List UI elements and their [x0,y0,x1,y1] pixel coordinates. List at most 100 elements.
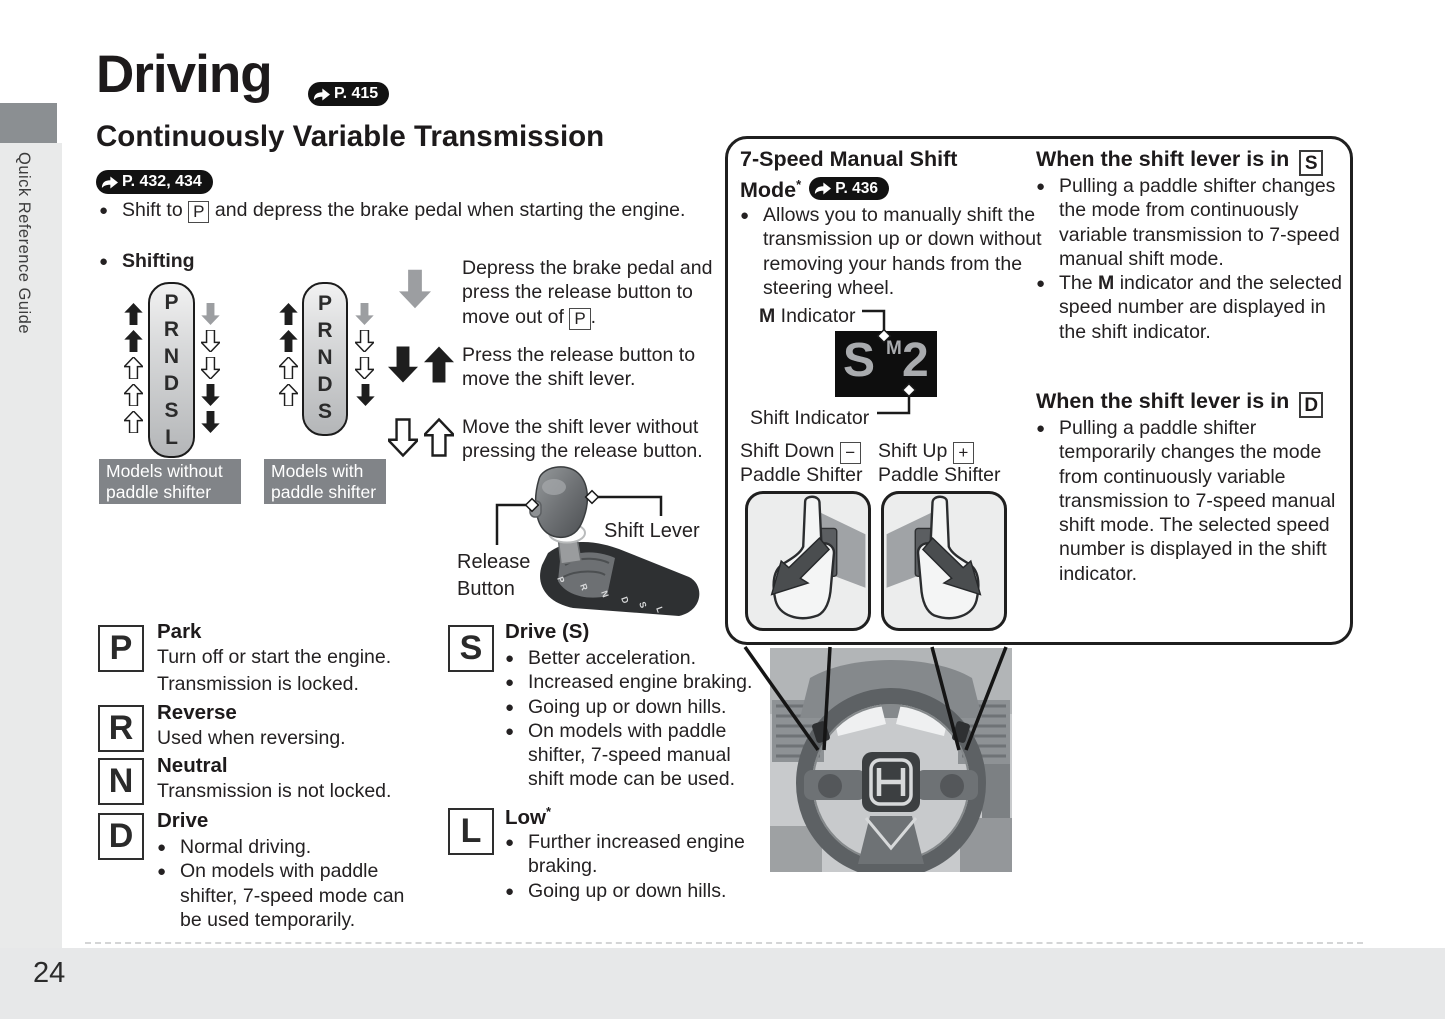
caption-models-with-paddle: Models with paddle shifter [264,459,386,504]
down-arrow-outline-icon [355,357,374,379]
heading-lever-in-d: When the shift lever is in D [1036,389,1324,418]
park-line2: Transmission is locked. [157,673,359,695]
shift-up-paddle-illustration [881,491,1007,631]
section-title: Continuously Variable Transmission [96,120,605,153]
down-arrow-gray-icon [201,303,220,325]
brake-step-arrow-icon [399,266,431,312]
display-gear: 2 [902,334,929,387]
bullet-item: Further increased engine braking. [505,830,767,879]
reverse-title: Reverse [157,701,237,724]
down-arrow-icon [201,384,220,406]
plus-keybox: + [952,442,974,464]
sidebar-strip [0,143,62,948]
park-line1: Turn off or start the engine. [157,646,392,668]
lever-in-d-bullets: Pulling a paddle shifter temporarily cha… [1036,416,1350,586]
shift-gate-without-paddle: P R N D S L [148,282,195,458]
up-arrow-icon [279,303,298,325]
shift-lever-label: Shift Lever [604,520,700,542]
base-letter: S [637,600,648,609]
steering-wheel-photo [770,648,1012,872]
hand-pulling-paddle-right [886,495,982,620]
up-arrow-outline-icon [279,357,298,379]
neutral-keybox: N [98,758,144,805]
up-arrow-outline-icon [279,384,298,406]
low-keybox: L [448,808,494,855]
down-arrow-icon [201,411,220,433]
low-title: Low* [505,804,552,829]
p-keybox: P [569,307,591,330]
up-arrow-icon [124,303,143,325]
page-ref-badge-2: P. 432, 434 [96,170,213,194]
base-letter: D [619,595,631,605]
bullet-item: Pulling a paddle shifter changes the mod… [1036,174,1350,271]
intro-bullet-shifting: Shifting [99,249,1445,275]
drive-title: Drive [157,809,209,832]
free-move-up-arrow-icon [424,414,454,461]
base-letter: L [654,605,665,614]
page-number: 24 [33,957,66,989]
page-ref-badge-3: P. 436 [809,177,890,201]
d-keybox: D [1299,392,1324,418]
intro-bullet-shift-to-p: Shift to P and depress the brake pedal w… [99,198,759,223]
drive-bullets: Normal driving. On models with paddle sh… [157,835,419,932]
down-arrow-outline-icon [201,330,220,352]
page-ref-arrow-icon [815,182,832,195]
bullet-item: Better acceleration. [505,646,767,672]
sidebar-chapter-label: Quick Reference Guide [15,152,33,335]
page-ref-arrow-icon [313,88,330,100]
sport-keybox: S [448,625,494,672]
reverse-keybox: R [98,705,144,752]
p-keybox: P [188,201,210,223]
base-letter: N [599,589,611,599]
paddle-shifter-label-right: Paddle Shifter [878,464,1001,486]
shift-up-label: Shift Up + [878,439,974,464]
bullet-item: Normal driving. [157,835,419,861]
drive-keybox: D [98,813,144,860]
bullet-item: Increased engine braking. [505,670,767,696]
sidebar-chapter-tab [0,103,57,143]
page-ref-text: P. 415 [334,85,379,102]
base-letter: P [555,575,566,584]
footer-band [0,948,1445,1019]
footnote-star: * [546,804,552,819]
bullet-item: Going up or down hills. [505,695,767,721]
instruction-brake-release: Depress the brake pedal and press the re… [462,257,713,330]
up-arrow-outline-icon [124,357,143,379]
footnote-star: * [796,177,802,192]
shift-indicator-label: Shift Indicator [750,407,870,429]
down-arrow-gray-icon [355,303,374,325]
release-button-label: Release Button [457,551,531,600]
page-ref-text: P. 436 [835,179,879,197]
down-arrow-outline-icon [355,330,374,352]
page-ref-text: P. 432, 434 [122,173,202,190]
up-arrow-outline-icon [124,411,143,433]
sport-bullets: Better acceleration. Increased engine br… [505,646,767,792]
page-title: Driving [96,45,273,104]
s-keybox: S [1299,150,1324,176]
page-ref-badge: P. 415 [308,82,390,106]
park-title: Park [157,620,202,643]
bullet-item: The M indicator and the selected speed n… [1036,271,1350,344]
shift-down-paddle-illustration [745,491,871,631]
low-bullets: Further increased engine braking. Going … [505,830,767,905]
sport-title: Drive (S) [505,620,590,643]
bullet-item: Going up or down hills. [505,879,767,905]
m-indicator-label: M Indicator [759,305,856,327]
bullet-item: On models with paddle shifter, 7-speed m… [157,859,419,932]
page-ref-arrow-icon [101,176,118,188]
minus-keybox: − [839,442,861,464]
honda-logo [876,768,906,796]
heading-lever-in-s: When the shift lever is in S [1036,147,1324,176]
paddle-shifter-label-left: Paddle Shifter [740,464,863,486]
down-arrow-icon [356,384,375,406]
instruction-move-without: Move the shift lever without pressing th… [462,416,703,463]
shift-gate-with-paddle: P R N D S [302,282,348,436]
down-arrow-outline-icon [201,357,220,379]
free-move-down-arrow-icon [388,414,418,461]
park-keybox: P [98,625,144,672]
bullet-item: Pulling a paddle shifter temporarily cha… [1036,416,1350,586]
manual-mode-heading: 7-Speed Manual Shift Mode* P. 436 [740,147,958,203]
bullet-item: On models with paddle shifter, 7-speed m… [505,719,767,792]
neutral-line1: Transmission is not locked. [157,780,392,802]
manual-mode-intro: Allows you to manually shift the transmi… [740,203,1042,300]
